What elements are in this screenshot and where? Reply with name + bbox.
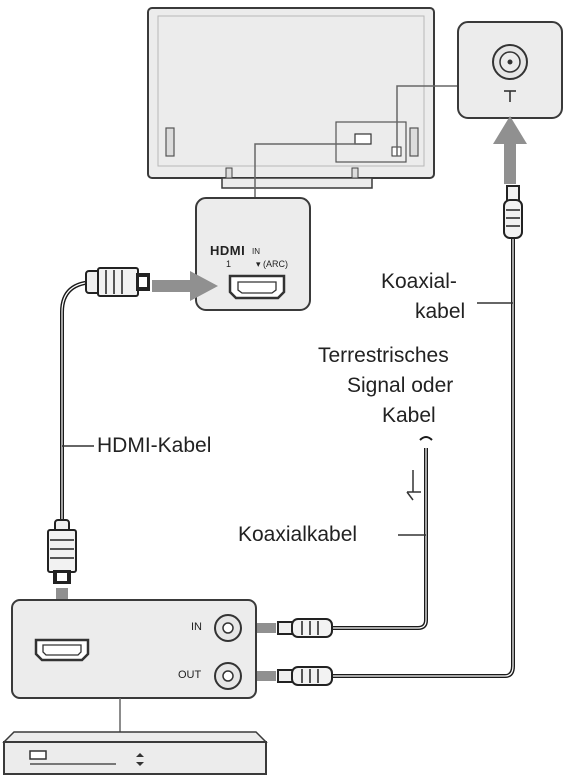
recorder-hdmi-port-icon <box>34 638 90 662</box>
signal-direction-arrow <box>406 470 421 501</box>
recorder-up-icon <box>136 753 144 757</box>
antenna-port-box <box>457 21 563 119</box>
antenna-symbol-icon <box>504 90 516 102</box>
recorder-disc-slot-icon <box>29 750 47 760</box>
recorder-out-label: OUT <box>178 669 202 681</box>
recorder-in-label: IN <box>191 621 202 633</box>
coax-cable-tv <box>277 185 523 686</box>
hdmi-cable <box>47 267 150 584</box>
signal-label-line2: Signal oder <box>347 374 454 397</box>
signal-label-line1: Terrestrisches <box>318 344 449 367</box>
zoom-line-antenna <box>396 85 460 156</box>
hdmi-logo-label: HDMI <box>210 243 246 258</box>
recorder-port-box <box>11 599 257 699</box>
hdmi-in-label: IN <box>252 247 260 256</box>
hdmi-port-number-label: 1 <box>226 259 232 269</box>
coax-cable-signal <box>277 436 433 638</box>
recorder-device <box>2 731 268 775</box>
hdmi-port-box <box>195 197 311 311</box>
koaxial-kabel-label-line1: Koaxial- <box>381 270 457 293</box>
arrow-into-tv-hdmi <box>152 271 218 301</box>
tv-rear <box>147 7 435 189</box>
arrow-up-to-antenna <box>493 116 527 184</box>
hdmi-port-icon <box>228 274 286 300</box>
hdmi-kabel-label: HDMI-Kabel <box>97 434 212 457</box>
signal-label-line3: Kabel <box>382 404 436 427</box>
zoom-line-hdmi <box>254 143 363 200</box>
koaxialkabel-label: Koaxialkabel <box>238 523 358 546</box>
recorder-down-icon <box>136 762 144 766</box>
hdmi-arc-label: ▾ (ARC) <box>256 259 289 269</box>
koaxial-kabel-label-line2: kabel <box>415 300 466 323</box>
